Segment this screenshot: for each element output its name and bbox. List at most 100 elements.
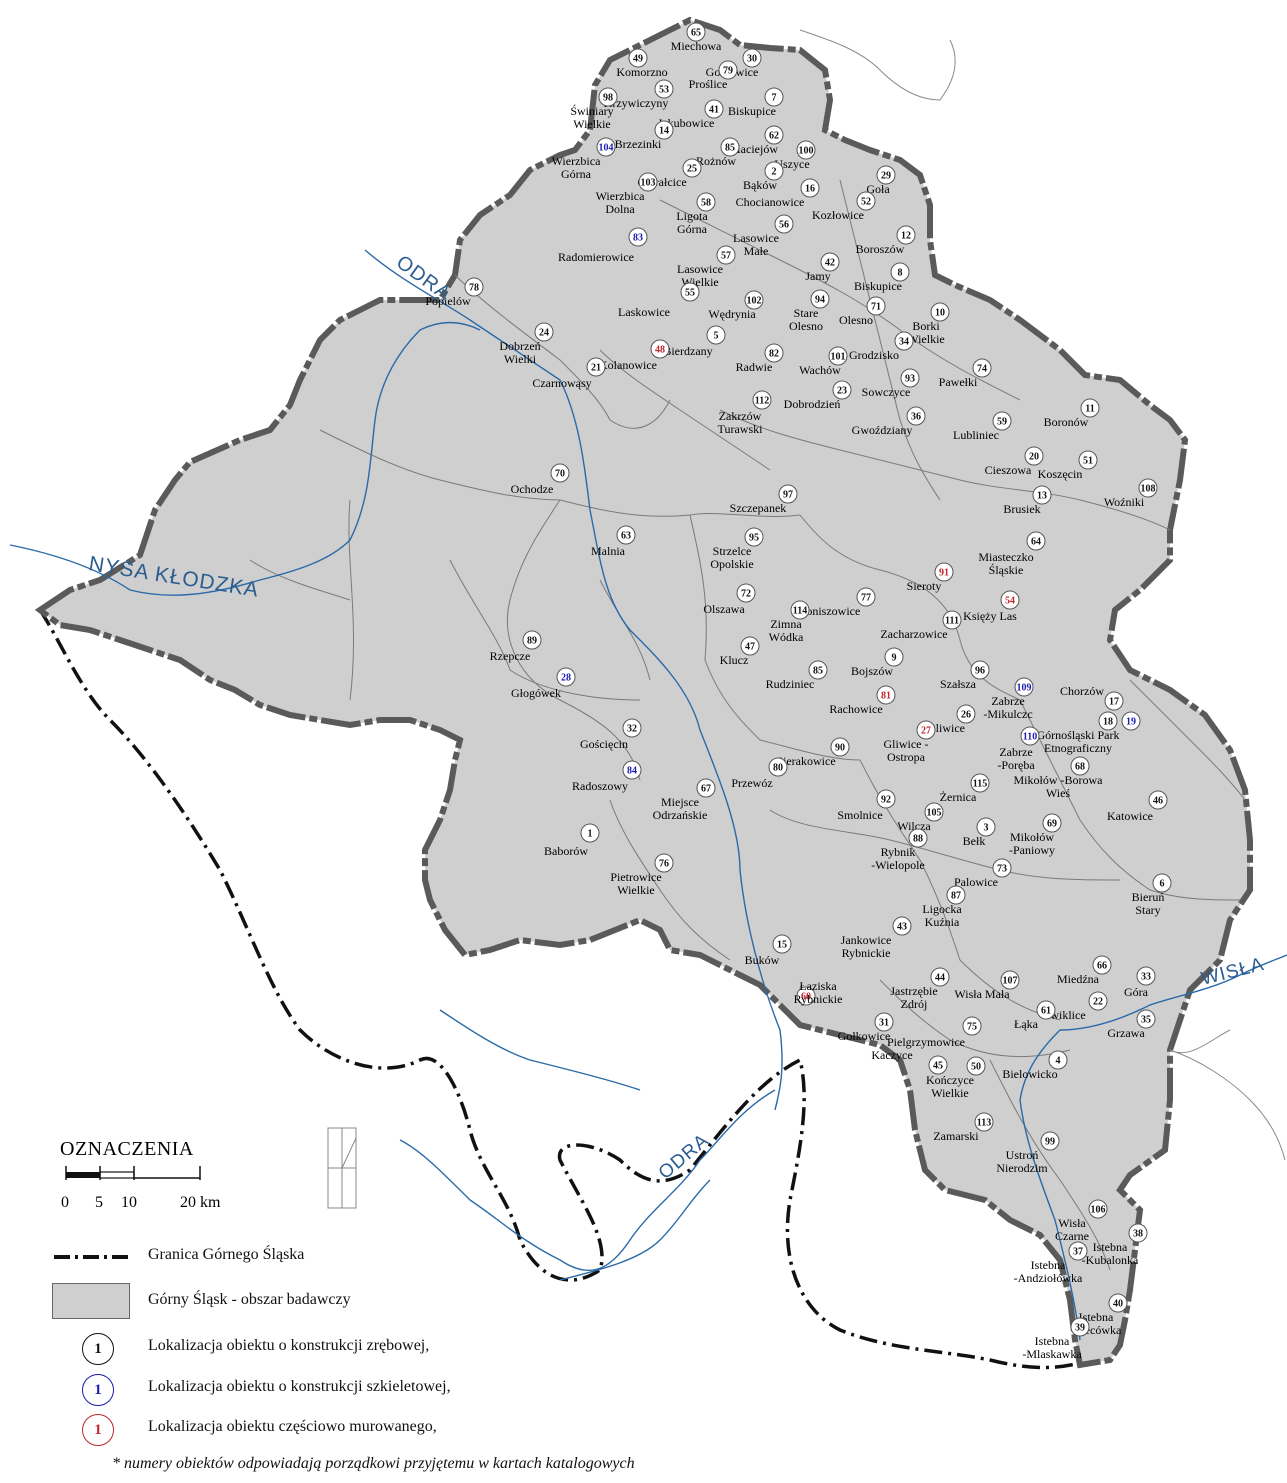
marker-label: Istebna <box>1079 1310 1114 1324</box>
marker-circle <box>970 773 990 793</box>
marker-circle <box>628 48 648 68</box>
marker-label: Rybnickie <box>842 946 891 960</box>
marker-label: Etnograficzny <box>1044 741 1112 755</box>
marker-label: Zacharzowice <box>880 627 947 641</box>
marker-label: Rzepcze <box>490 649 531 663</box>
marker-label: Zakrzów <box>719 409 762 423</box>
marker-circle <box>1136 966 1156 986</box>
marker-label: Poniszowice <box>800 604 861 618</box>
marker-label: Stary <box>1135 903 1160 917</box>
marker-number: 8 <box>898 268 903 279</box>
scale-label-10: 10 <box>121 1194 137 1211</box>
marker-label: Wierzbica <box>596 189 645 203</box>
marker-circle <box>970 660 990 680</box>
marker-number: 38 <box>1133 1229 1143 1240</box>
marker-number: 101 <box>831 352 846 363</box>
marker-circle <box>464 277 484 297</box>
marker-number: 64 <box>1031 537 1041 548</box>
marker-number: 4 <box>1056 1056 1061 1067</box>
marker-label: Bojszów <box>851 664 893 678</box>
marker-number: 16 <box>805 184 815 195</box>
marker-number: 14 <box>659 126 669 137</box>
marker-circle <box>772 934 792 954</box>
marker-circle <box>808 660 828 680</box>
marker-number: 6 <box>1160 879 1165 890</box>
marker-circle <box>820 252 840 272</box>
marker-circle <box>856 587 876 607</box>
marker-label: Przewóz <box>731 776 772 790</box>
marker-label: Kończyce <box>926 1073 974 1087</box>
marker-label: Woźniki <box>1104 495 1145 509</box>
marker-circle <box>992 411 1012 431</box>
marker-circle <box>930 302 950 322</box>
marker-number: 18 <box>1103 717 1113 728</box>
marker-label: Czarne <box>1055 1229 1089 1243</box>
marker-circle <box>976 817 996 837</box>
marker-number: 27 <box>921 726 931 737</box>
marker-number: 30 <box>747 54 757 65</box>
marker-number: 84 <box>627 766 637 777</box>
marker-circle <box>900 368 920 388</box>
marker-circle <box>1128 1223 1148 1243</box>
marker-label: Sieroty <box>907 579 942 593</box>
marker-label: Wielkie <box>573 117 611 131</box>
marker-circle <box>916 720 936 740</box>
legend-wall-badge: 1 <box>82 1414 114 1446</box>
marker-number: 35 <box>1141 1015 1151 1026</box>
marker-number: 62 <box>769 131 779 142</box>
marker-label: Wisła <box>1058 1216 1086 1230</box>
marker-number: 15 <box>777 940 787 951</box>
marker-label: Malnia <box>591 544 626 558</box>
scale-label-5: 5 <box>95 1194 103 1211</box>
marker-label: Turawski <box>718 422 764 436</box>
marker-label: Wachów <box>799 363 841 377</box>
marker-label: Głogówek <box>511 686 561 700</box>
marker-label: Brusiek <box>1003 502 1040 516</box>
marker-label: Rożnów <box>696 154 736 168</box>
marker-circle <box>810 289 830 309</box>
marker-number: 106 <box>1091 1205 1106 1216</box>
marker-label: Górna <box>677 222 708 236</box>
commune-boundaries <box>249 179 1246 1271</box>
marker-label: Ochodze <box>511 482 554 496</box>
marker-circle <box>1032 485 1052 505</box>
marker-label: Boroszów <box>856 242 905 256</box>
marker-circle <box>682 158 702 178</box>
marker-label: Rachowice <box>829 702 882 716</box>
marker-label: Bieruń <box>1132 890 1165 904</box>
marker-label: Dobrzeń <box>499 339 540 353</box>
marker-circle <box>832 380 852 400</box>
marker-number: 10 <box>935 308 945 319</box>
marker-label: Mikołów <box>1010 830 1054 844</box>
map-sheet-index-icon <box>327 1127 357 1209</box>
marker-number: 5 <box>714 331 719 342</box>
marker-circle <box>616 525 636 545</box>
marker-number: 100 <box>799 146 814 157</box>
marker-label: Kaczyce <box>871 1048 912 1062</box>
marker-number: 13 <box>1037 491 1047 502</box>
marker-label: Palowice <box>954 875 998 889</box>
marker-circle <box>1104 691 1124 711</box>
marker-number: 51 <box>1083 456 1093 467</box>
marker-circle <box>930 967 950 987</box>
marker-label: Stare <box>794 306 819 320</box>
marker-circle <box>1040 1131 1060 1151</box>
